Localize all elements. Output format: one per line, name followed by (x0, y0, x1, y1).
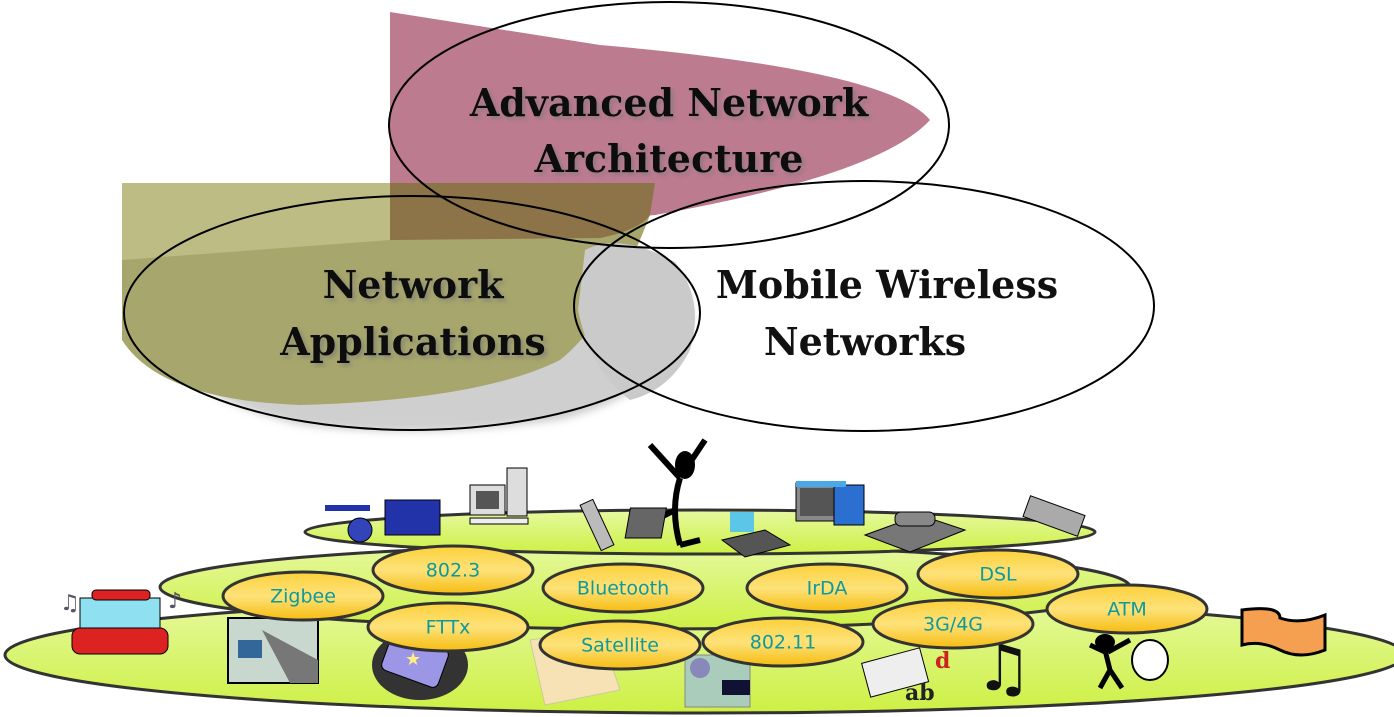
laptop-icon (624, 507, 792, 558)
oval-shape (1045, 583, 1209, 635)
tech-label: 802.11 (750, 632, 816, 654)
tech-oval-atm: ATM (1045, 583, 1209, 635)
oval-shape (371, 544, 535, 596)
tech-label: DSL (979, 564, 1017, 586)
tech-oval-bluetooth: Bluetooth (541, 562, 705, 614)
architecture-label-line2: Architecture (534, 136, 804, 181)
oval-shape (745, 562, 909, 614)
tech-oval-fttx: FTTx (366, 601, 530, 653)
applications-ellipse (123, 195, 701, 431)
film-strip-icon (1240, 607, 1327, 657)
tech-label: 3G/4G (923, 614, 983, 636)
jukebox-icon: ♫ ♪ (60, 589, 182, 655)
oval-shape (538, 619, 702, 671)
devices-top (325, 438, 1086, 558)
applications-label-line2: Applications (279, 319, 546, 364)
oval-shape (871, 598, 1035, 650)
video-camera-icon (325, 499, 441, 543)
d-glyph: d (935, 648, 950, 674)
mobile-label-line1: Mobile Wireless (716, 262, 1058, 307)
overlap-shape (390, 183, 655, 240)
person-carrying-bag-icon (1088, 634, 1169, 690)
desktop-computer-icon (469, 467, 529, 525)
abc-glyph: ab (905, 680, 935, 706)
tech-label: ATM (1107, 599, 1147, 621)
oval-shape (701, 616, 865, 668)
mobile-ellipse (573, 180, 1155, 432)
gray-overlap (578, 243, 695, 400)
tech-oval-802-11: 802.11 (701, 616, 865, 668)
oval-shape (916, 548, 1080, 600)
devices-bottom: ♫ ♪ ★ ab d ♫ (60, 589, 1327, 708)
oval-shape (366, 601, 530, 653)
tech-oval-irda: IrDA (745, 562, 909, 614)
calculator-phone-icon (1022, 495, 1086, 537)
tech-oval-3g-4g: 3G/4G (871, 598, 1035, 650)
tech-label: IrDA (807, 578, 848, 600)
tech-oval-satellite: Satellite (538, 619, 702, 671)
tech-label: Satellite (581, 635, 659, 657)
music-note-left: ♫ (60, 591, 80, 616)
tech-label: FTTx (426, 617, 471, 639)
architecture-ellipse (388, 1, 950, 249)
desk-telephone-icon (863, 511, 967, 553)
tech-oval-dsl: DSL (916, 548, 1080, 600)
architecture-label-line1: Advanced Network (469, 80, 869, 125)
venn-diagram: Advanced Network Architecture Network Ap… (122, 1, 1155, 432)
dancing-person-icon (643, 438, 708, 548)
music-note-right: ♪ (168, 589, 182, 614)
tech-label: Zigbee (270, 586, 336, 608)
tech-label: 802.3 (426, 560, 480, 582)
tech-oval-zigbee: Zigbee (221, 570, 385, 622)
crt-monitor-icon (795, 481, 865, 526)
tech-label: Bluetooth (577, 578, 669, 600)
tech-oval-802-3: 802.3 (371, 544, 535, 596)
info-highway-sign-icon (227, 617, 319, 684)
oval-shape (221, 570, 385, 622)
star-glyph: ★ (405, 649, 421, 670)
printer-icon: ab d (861, 647, 950, 706)
applications-label-line1: Network (323, 262, 505, 307)
mobile-phone-icon (579, 498, 615, 552)
oval-shape (541, 562, 705, 614)
mobile-label-line2: Networks (764, 319, 966, 364)
